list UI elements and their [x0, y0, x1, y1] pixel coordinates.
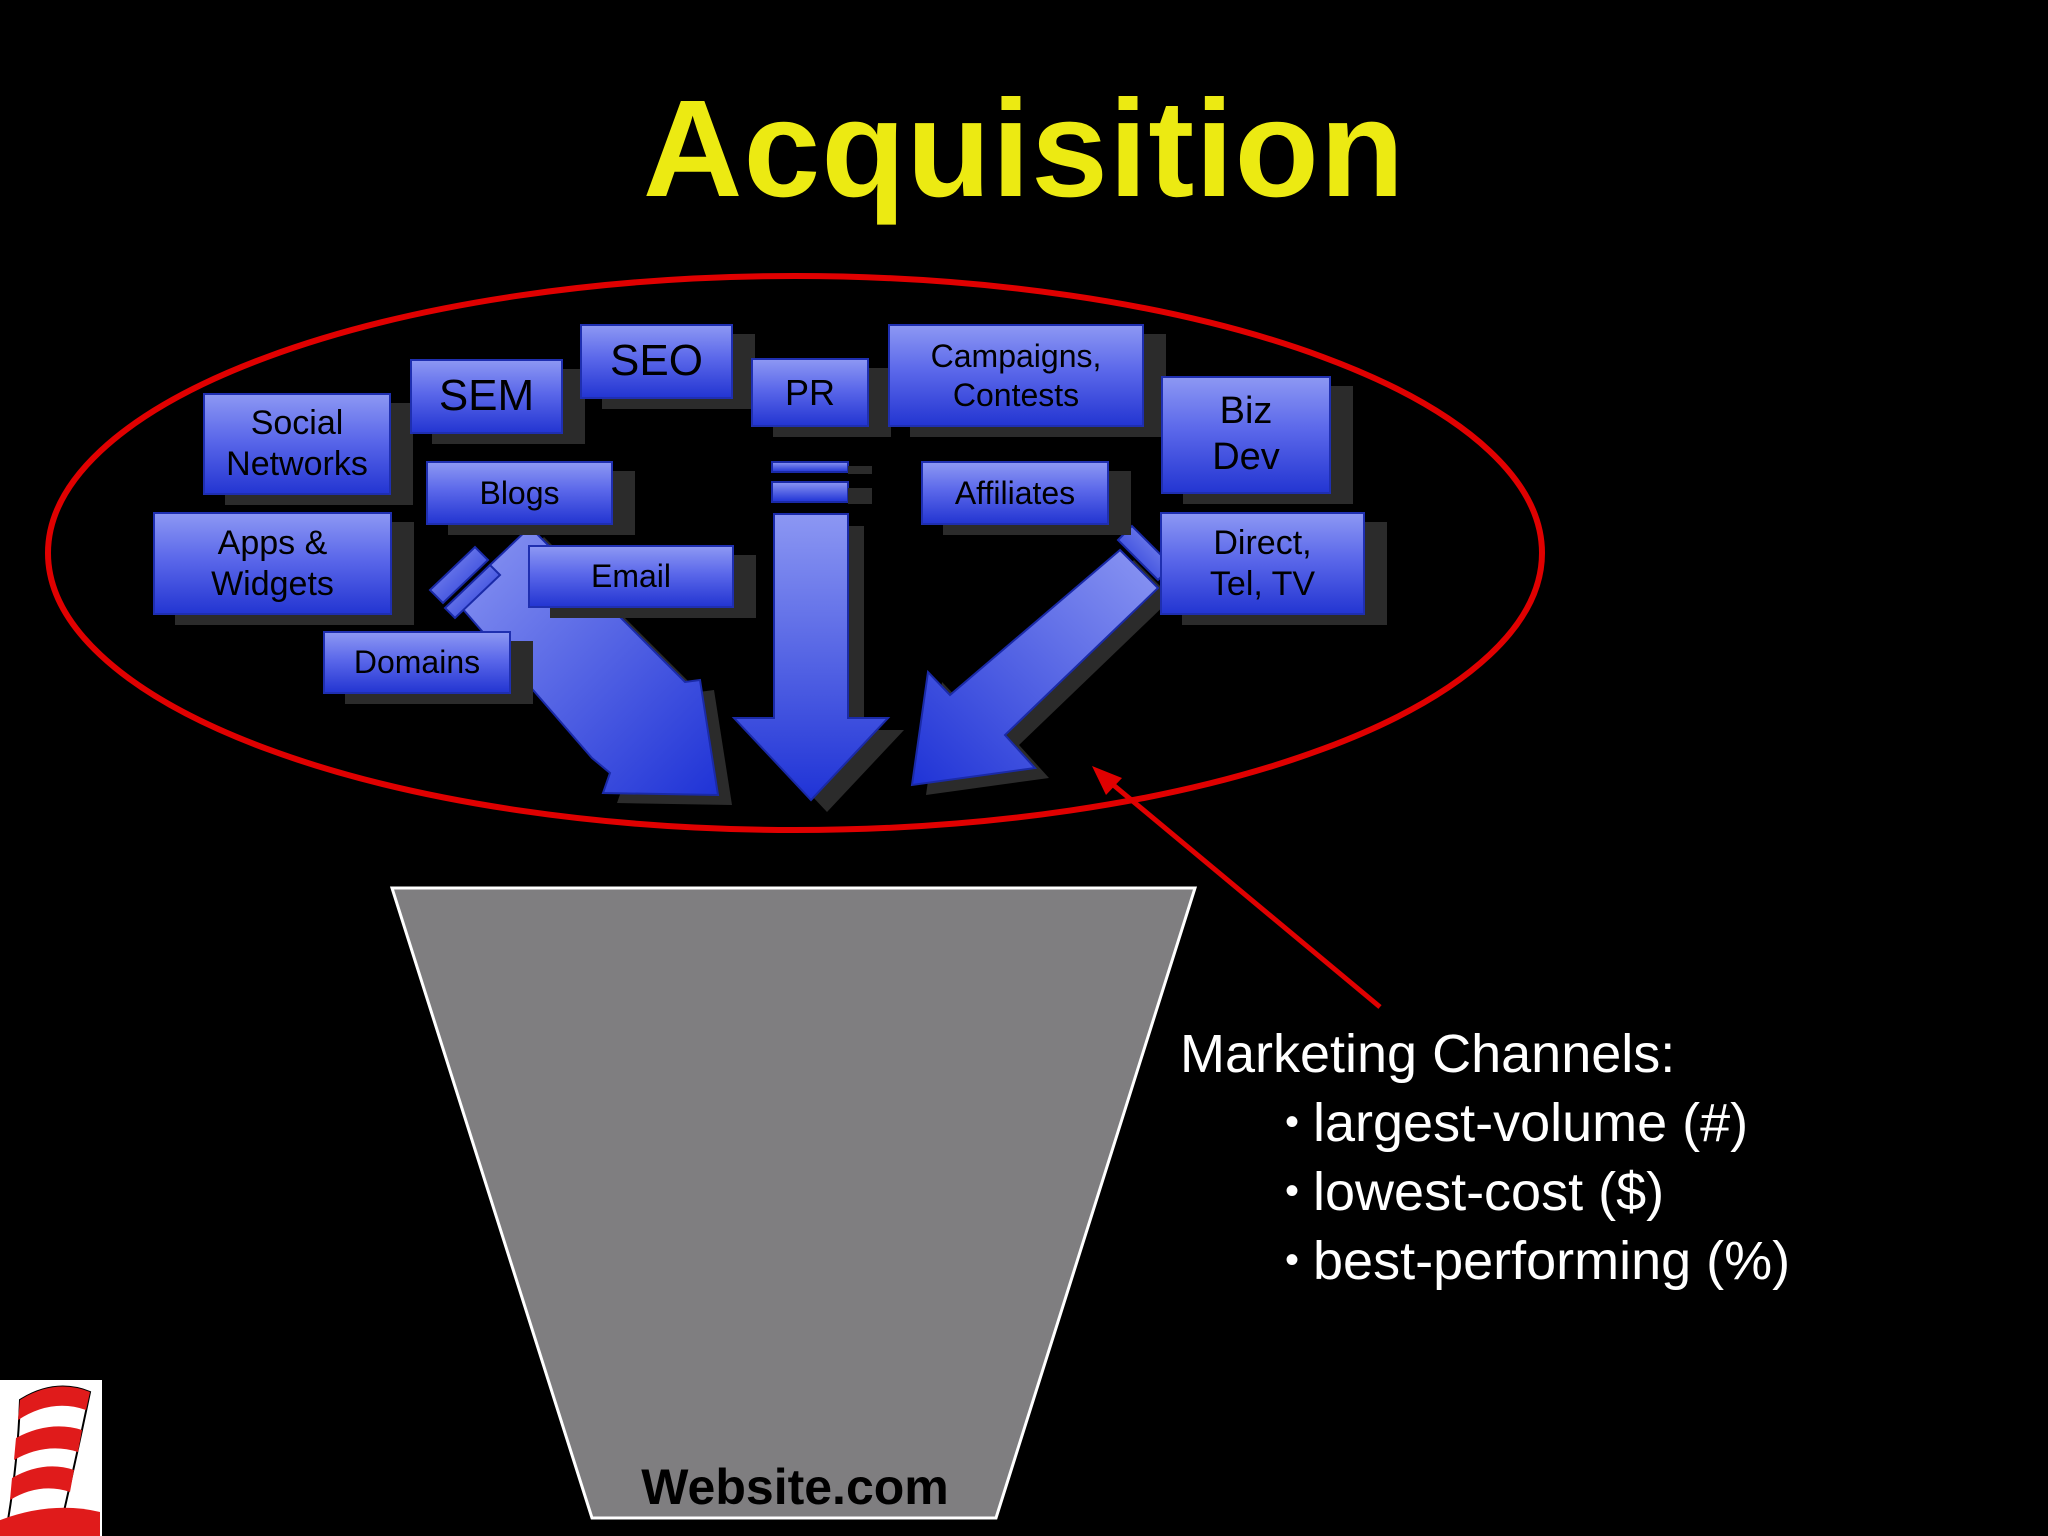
bullet-largest-volume: largest-volume (#) — [1285, 1088, 1790, 1157]
funnel-label: Website.com — [641, 1459, 949, 1515]
channel-social-networks: Social Networks — [203, 393, 391, 495]
slide-title: Acquisition — [642, 72, 1406, 226]
bullet-best-performing: best-performing (%) — [1285, 1226, 1790, 1295]
arrow-right-diagonal — [910, 524, 1174, 795]
cat-in-the-hat-hat-icon — [0, 1380, 102, 1536]
channel-sem: SEM — [410, 359, 563, 434]
channel-pr: PR — [751, 358, 869, 427]
arrow-center-vertical — [731, 461, 904, 812]
marketing-channels-notes: Marketing Channels: largest-volume (#) l… — [1180, 1020, 1790, 1295]
channel-direct-tel-tv: Direct, Tel, TV — [1160, 512, 1365, 615]
notes-bullets: largest-volume (#) lowest-cost ($) best-… — [1180, 1088, 1790, 1295]
channel-blogs: Blogs — [426, 461, 613, 525]
callout-arrow — [1092, 766, 1382, 1009]
channel-domains: Domains — [323, 631, 511, 694]
bullet-lowest-cost: lowest-cost ($) — [1285, 1157, 1790, 1226]
channel-affiliates: Affiliates — [921, 461, 1109, 525]
channel-seo: SEO — [580, 324, 733, 399]
channels-ellipse — [45, 273, 1545, 833]
channel-email: Email — [528, 545, 734, 608]
channel-biz-dev: Biz Dev — [1161, 376, 1331, 494]
notes-heading: Marketing Channels: — [1180, 1024, 1676, 1084]
funnel-shape — [389, 886, 1198, 1520]
channel-apps-widgets: Apps & Widgets — [153, 512, 392, 615]
channel-campaigns-contests: Campaigns, Contests — [888, 324, 1144, 427]
